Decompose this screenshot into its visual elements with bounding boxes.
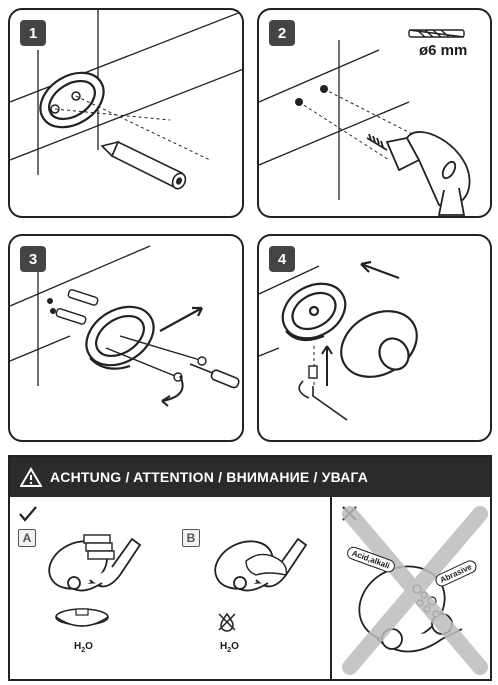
wall-plug-icon: [55, 289, 99, 325]
warning-section: ACHTUNG / ATTENTION / ВНИМАНИЕ / УВАГА A…: [8, 455, 492, 681]
dry-cloth-illustration: [214, 537, 308, 592]
no-water-icon: [218, 612, 236, 632]
step-4-illustration: [259, 260, 418, 421]
check-icon: [19, 506, 37, 522]
arrow-icon: [360, 262, 400, 280]
drill-bit-icon: [408, 29, 465, 38]
step-4-panel: 4: [257, 234, 492, 442]
cleaning-sponge-illustration: [48, 534, 142, 592]
warning-header: ACHTUNG / ATTENTION / ВНИМАНИЕ / УВАГА: [10, 457, 490, 497]
arrow-icon: [159, 307, 203, 332]
option-b-badge: B: [182, 529, 200, 547]
cloth-icon: [245, 553, 288, 576]
step-3-panel: 3: [8, 234, 244, 442]
step-1-panel: 1: [8, 8, 244, 218]
warning-divider: [330, 497, 332, 681]
step-2-badge: 2: [269, 20, 295, 46]
step-3-badge: 3: [20, 246, 46, 272]
drill-icon: [366, 131, 471, 216]
step-4-badge: 4: [269, 246, 295, 272]
step-1-illustration: [10, 10, 242, 190]
template-ring: [39, 71, 105, 129]
step-2-panel: 2 ø6 mm: [257, 8, 492, 218]
warning-triangle-icon: [20, 467, 42, 487]
water-label-a: H2O: [74, 641, 93, 654]
screw-icon: [105, 335, 207, 382]
hex-key-icon: [312, 386, 348, 421]
water-bowl-icon: [55, 608, 109, 627]
set-screw-icon: [308, 365, 318, 379]
drill-diameter-label: ø6 mm: [419, 42, 468, 59]
screwdriver-icon: [189, 363, 240, 389]
step-2-illustration: [259, 29, 471, 216]
forbidden-illustration: [342, 506, 488, 675]
water-label-b: H2O: [220, 641, 239, 654]
rotate-arrow-icon: [161, 375, 184, 402]
rotate-arrow-icon: [298, 380, 310, 399]
step-3-illustration: [10, 245, 240, 407]
forbid-cross-icon: [342, 506, 488, 675]
hook-body: [340, 310, 418, 378]
option-a-badge: A: [18, 529, 36, 547]
pencil-icon: [100, 140, 187, 190]
sponge-icon: [83, 534, 115, 560]
mounted-ring: [281, 282, 347, 342]
step-1-badge: 1: [20, 20, 46, 46]
warning-title: ACHTUNG / ATTENTION / ВНИМАНИЕ / УВАГА: [50, 469, 369, 485]
